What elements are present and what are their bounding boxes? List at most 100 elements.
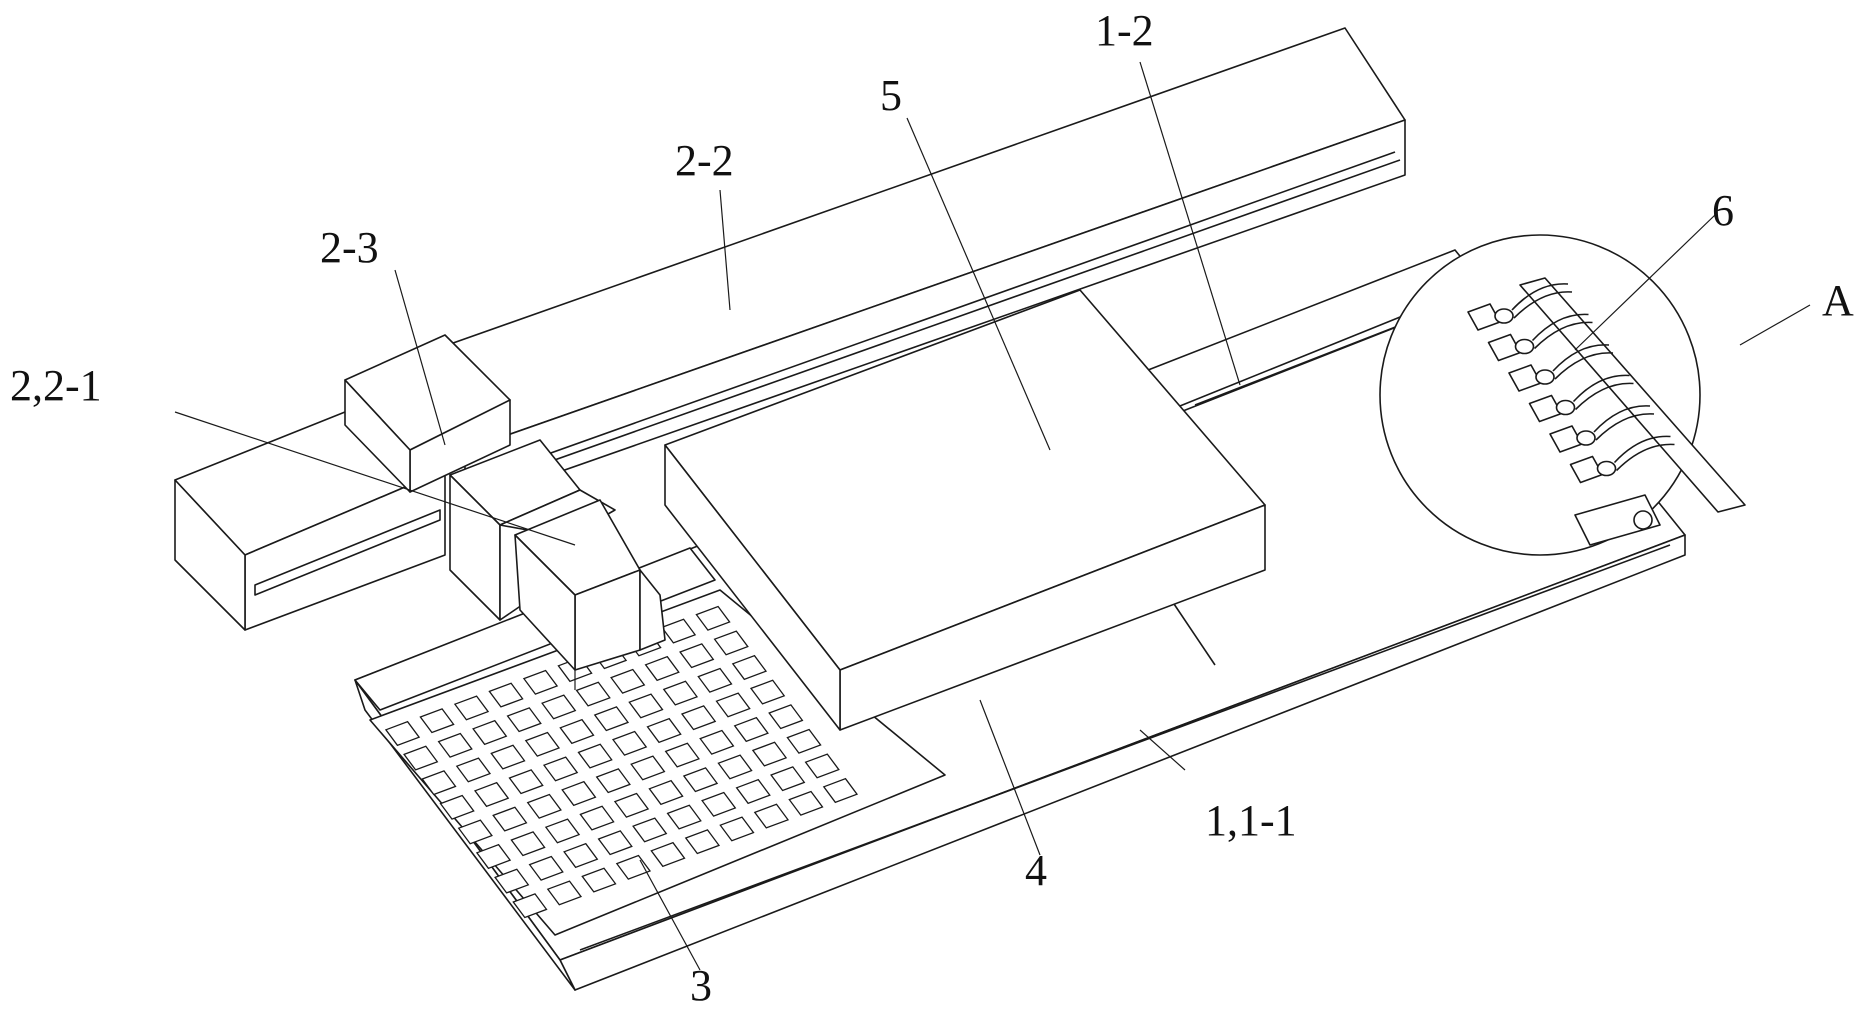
grid-cell xyxy=(699,729,735,755)
grid-cell xyxy=(662,680,699,706)
grid-cell xyxy=(660,618,697,644)
grid-cell xyxy=(472,719,508,746)
grid-cell xyxy=(786,728,822,754)
label-3: 3 xyxy=(690,961,712,1010)
grid-cell xyxy=(770,766,806,792)
grid-cell xyxy=(788,790,824,816)
grid-cell xyxy=(522,669,559,695)
label-1-1-1: 1,1-1 xyxy=(1205,796,1297,845)
grid-cell xyxy=(563,842,599,869)
grid-cell xyxy=(701,791,737,817)
grid-cell xyxy=(437,732,473,758)
grid-cell xyxy=(524,731,561,757)
print-head-column xyxy=(449,439,666,690)
grid-cell xyxy=(679,643,715,669)
grid-cell xyxy=(680,705,717,731)
grid-cell xyxy=(421,770,457,796)
grid-cell xyxy=(749,679,786,705)
grid-cell xyxy=(506,707,542,733)
grid-cell xyxy=(492,806,528,832)
leader-lines xyxy=(174,61,1811,971)
grid-cell xyxy=(490,744,526,770)
grid-cell xyxy=(615,854,652,880)
grid-cell xyxy=(753,803,790,829)
grid-cell xyxy=(733,716,769,743)
grid-cell xyxy=(719,816,755,842)
grid-cell xyxy=(646,717,682,744)
sensor-unit xyxy=(1508,344,1614,392)
grid-cell xyxy=(682,767,719,793)
grid-cell xyxy=(628,693,664,719)
grid-cells xyxy=(384,605,859,919)
grid-cell xyxy=(512,893,548,919)
grid-cell xyxy=(650,841,686,868)
grid-cell xyxy=(804,753,840,779)
grid-cell xyxy=(581,867,617,893)
grid-cell xyxy=(510,831,546,857)
grid-cell xyxy=(630,755,666,781)
grid-cell xyxy=(695,605,731,631)
grid-cell xyxy=(611,730,648,756)
carriage xyxy=(344,334,511,493)
grid-cell xyxy=(473,781,510,808)
grid-cell xyxy=(457,819,493,845)
grid-cell xyxy=(648,779,684,806)
grid-cell xyxy=(561,780,597,807)
grid-cell xyxy=(559,718,595,745)
label-a: A xyxy=(1822,276,1854,325)
label-2-3: 2-3 xyxy=(320,223,379,272)
grid-cell xyxy=(684,829,721,855)
label-1-2: 1-2 xyxy=(1095,6,1154,55)
label-6: 6 xyxy=(1712,186,1734,235)
grid-cell xyxy=(575,681,611,707)
grid-cell xyxy=(715,692,751,718)
grid-cell xyxy=(597,830,633,856)
grid-cell xyxy=(717,754,753,780)
sensor-unit xyxy=(1549,405,1655,453)
grid-cell xyxy=(453,695,490,721)
grid-cell xyxy=(508,769,544,795)
grid-cell xyxy=(644,655,680,682)
label-4: 4 xyxy=(1025,846,1047,895)
sensor-unit xyxy=(1467,283,1573,331)
grid-cell xyxy=(455,757,492,783)
grid-cell xyxy=(541,694,577,720)
block-5 xyxy=(664,289,1266,731)
grid-cell xyxy=(713,630,749,656)
sensor-unit xyxy=(1569,435,1675,484)
detail-circle-a xyxy=(1379,234,1746,556)
grid-cell xyxy=(494,868,530,894)
grid-cell xyxy=(664,742,700,768)
grid-cell xyxy=(822,777,859,804)
grid-cell xyxy=(475,843,512,870)
sensor-unit xyxy=(1528,374,1634,423)
label-5: 5 xyxy=(880,71,902,120)
grid-cell xyxy=(526,793,562,819)
grid-cell xyxy=(419,708,455,734)
grid-cell xyxy=(666,804,702,830)
grid-cell xyxy=(384,720,421,747)
grid-cell xyxy=(579,805,615,831)
grid-cell xyxy=(577,743,613,769)
grid-cell xyxy=(546,880,583,906)
grid-cell xyxy=(768,704,804,730)
grid-cell xyxy=(595,768,631,794)
grid-cell xyxy=(488,682,524,708)
grid-cell xyxy=(439,794,475,820)
grid-cell xyxy=(542,756,579,782)
sensor-array xyxy=(1467,283,1675,484)
label-2-2-1: 2,2-1 xyxy=(10,361,102,410)
sensor-unit xyxy=(1487,313,1593,362)
grid-cell xyxy=(403,745,439,771)
grid-cell xyxy=(751,741,788,767)
grid-cell xyxy=(610,668,646,694)
grid-cell xyxy=(593,706,630,732)
grid-cell xyxy=(632,817,668,843)
labels: 1-2 5 2-2 6 2-3 A 2,2-1 1,1-1 4 3 xyxy=(10,6,1854,1010)
grid-cell xyxy=(613,792,650,818)
grid-cell xyxy=(731,654,768,681)
grid-cell xyxy=(544,818,581,844)
upper-rail xyxy=(404,27,1406,506)
grid-cell xyxy=(697,667,733,693)
